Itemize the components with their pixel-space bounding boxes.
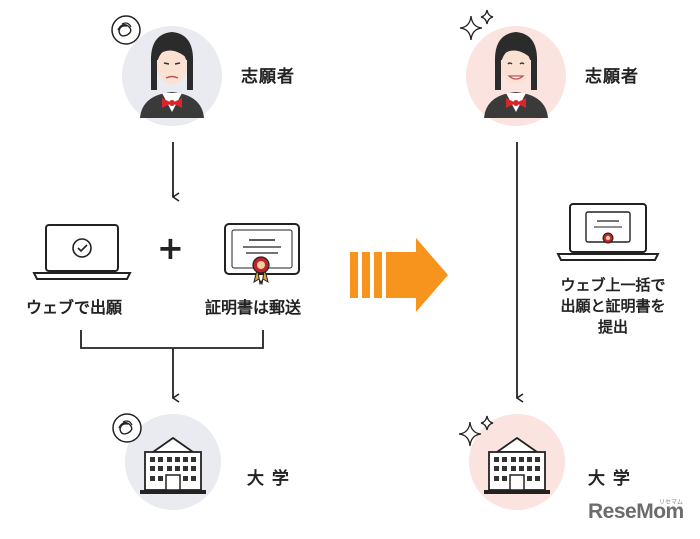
after-caption-line-1: ウェブ上一括で xyxy=(560,276,666,294)
before-applicant-avatar xyxy=(122,26,222,126)
web-apply-label: ウェブで出願 xyxy=(26,298,123,317)
after-caption-line-3: 提出 xyxy=(597,318,628,336)
confused-scribble-icon xyxy=(111,15,141,45)
resemom-logo: ReseMom xyxy=(588,500,684,523)
certificate-icon xyxy=(224,223,300,286)
after-university-label: 大 学 xyxy=(588,469,631,489)
after-caption-line-2: 出願と証明書を xyxy=(560,297,666,315)
plus-symbol: + xyxy=(157,229,184,267)
transition-arrow-icon xyxy=(350,238,448,312)
merge-bracket xyxy=(80,330,264,398)
sparkle-icon xyxy=(459,9,494,41)
before-university-label: 大 学 xyxy=(247,469,290,489)
laptop-check-icon xyxy=(32,224,132,280)
after-applicant-label: 志願者 xyxy=(585,67,639,87)
before-university-icon xyxy=(125,414,221,510)
before-applicant-label: 志願者 xyxy=(241,67,295,87)
certificate-mail-label: 証明書は郵送 xyxy=(205,298,302,317)
confused-scribble-icon xyxy=(112,413,142,443)
after-caption: ウェブ上一括で 出願と証明書を 提出 xyxy=(543,275,683,338)
after-university-icon xyxy=(469,414,565,510)
after-applicant-avatar xyxy=(466,26,566,126)
resemom-logo-subtext: リセマム xyxy=(659,499,684,506)
sparkle-icon xyxy=(458,415,494,447)
laptop-certificate-icon xyxy=(556,203,660,261)
